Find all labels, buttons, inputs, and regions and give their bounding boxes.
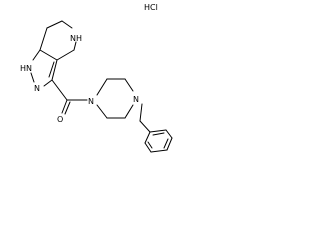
bond — [46, 20, 63, 29]
atom-label-piperidine-nh: NH — [70, 34, 82, 43]
atom-label-piperazine-n4: N — [133, 95, 139, 104]
salt-label: HCl — [144, 3, 158, 12]
bond — [144, 142, 152, 153]
bond — [48, 61, 55, 78]
carbonyl-group — [51, 79, 88, 115]
atom-label-pyrazole-nh: HN — [20, 64, 32, 73]
bond — [163, 138, 169, 149]
bond — [149, 129, 167, 133]
bond — [64, 101, 71, 115]
bond — [147, 141, 153, 149]
bond — [165, 129, 173, 139]
bond — [61, 20, 73, 29]
bond — [150, 149, 168, 153]
bond — [39, 27, 48, 51]
tetrahydropyridine-ring — [39, 20, 77, 61]
bond — [96, 78, 108, 96]
piperazine-ring — [96, 78, 134, 119]
bond — [152, 132, 165, 136]
bond — [124, 104, 134, 119]
bond — [32, 49, 41, 61]
atom-label-piperazine-n1: N — [88, 97, 94, 106]
bond — [51, 79, 68, 101]
bond — [30, 72, 35, 83]
benzyl-group — [139, 103, 173, 153]
atom-label-pyrazole-n: N — [34, 84, 40, 93]
bond — [61, 99, 68, 114]
bond — [43, 79, 53, 87]
atom-label-carbonyl-o: O — [57, 115, 63, 124]
bond — [96, 104, 108, 119]
molecule-structure: HCl — [20, 3, 173, 153]
bond — [124, 78, 134, 92]
bond — [144, 131, 151, 144]
bond — [73, 41, 77, 51]
bond — [39, 49, 58, 61]
bond — [56, 49, 75, 61]
bond — [51, 59, 58, 81]
bond — [139, 120, 151, 133]
bond — [166, 137, 173, 151]
pyrazole-ring — [30, 49, 58, 87]
bond — [139, 103, 143, 122]
